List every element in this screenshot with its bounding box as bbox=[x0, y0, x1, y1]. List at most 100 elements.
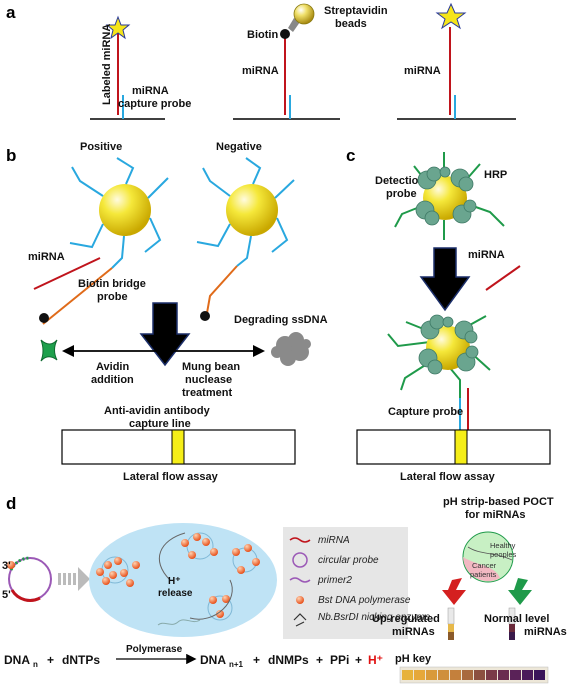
mirna-strand bbox=[33, 257, 101, 290]
mung-label-1: Mung bean bbox=[182, 361, 240, 373]
biotin-bridge-probe bbox=[206, 265, 238, 314]
legend-item-primer2: primer2 bbox=[317, 575, 352, 586]
ph-strip-up bbox=[447, 607, 455, 625]
negative-bead-complex bbox=[196, 157, 295, 321]
legend-item-polymerase: Bst DNA polymerase bbox=[318, 595, 411, 606]
cancer-label-2: patients bbox=[470, 570, 497, 579]
legend-item-mirna: miRNA bbox=[318, 535, 350, 546]
mirna-strand bbox=[485, 265, 521, 291]
eq-polymerase: Polymerase bbox=[126, 644, 183, 655]
streptavidin-label-2: beads bbox=[335, 18, 367, 30]
mirna-label: miRNA bbox=[28, 251, 65, 263]
biotin-dot bbox=[280, 29, 290, 39]
lfa-label-c: Lateral flow assay bbox=[400, 471, 496, 483]
legend-box bbox=[283, 527, 408, 639]
capture-probe-label-1: miRNA bbox=[132, 85, 169, 97]
healthy-label-2: peoples bbox=[490, 550, 517, 559]
eq-hplus: H⁺ bbox=[368, 653, 383, 667]
mung-label-3: treatment bbox=[182, 387, 232, 399]
avidin-icon bbox=[40, 339, 58, 362]
hrp-enzymes bbox=[415, 166, 477, 226]
circular-probe-icon bbox=[7, 556, 52, 602]
label-star-icon bbox=[105, 15, 131, 40]
reaction-equation: DNA n + dNTPs Polymerase DNA n+1 + dNMPs… bbox=[4, 644, 383, 669]
capture-line bbox=[454, 429, 468, 465]
ph-strip-up-pad1 bbox=[448, 624, 454, 632]
amplification-products bbox=[96, 532, 260, 626]
cancer-label-1: Cancer bbox=[472, 561, 497, 570]
capture-line bbox=[171, 429, 185, 465]
eq-plus-3: + bbox=[316, 653, 323, 667]
h-release-label-2: release bbox=[158, 588, 193, 599]
legend-item-nicking: Nb.BsrDI nicking enzyme bbox=[318, 612, 431, 623]
poct-title-2: for miRNAs bbox=[465, 509, 526, 521]
ph-strip-normal-pad1 bbox=[509, 624, 515, 632]
eq-plus-2: + bbox=[253, 653, 260, 667]
positive-bead-complex bbox=[33, 157, 169, 325]
lfa-label: Lateral flow assay bbox=[123, 471, 219, 483]
hrp-enzymes bbox=[418, 314, 479, 375]
panel-d: d 3' 5' bbox=[2, 494, 567, 684]
eq-ppi: PPi bbox=[330, 653, 349, 667]
bead-probes bbox=[196, 157, 295, 267]
biotin-bridge-label-1: Biotin bridge bbox=[78, 278, 146, 290]
primer2-legend-icon bbox=[289, 577, 311, 583]
negative-label: Negative bbox=[216, 141, 262, 153]
ph-strip-up-pad2 bbox=[448, 632, 454, 640]
eq-plus-4: + bbox=[355, 653, 362, 667]
hrp-bead-bottom bbox=[387, 314, 491, 398]
three-prime-label: 3' bbox=[2, 560, 11, 572]
panel-c-letter: c bbox=[346, 146, 355, 165]
panel-a: a Labeled miRNA miRNA capture probe Biot… bbox=[6, 2, 516, 120]
anti-avidin-label-2: capture line bbox=[129, 418, 191, 430]
detection-label-1: Detection bbox=[375, 175, 425, 187]
gold-bead bbox=[99, 184, 151, 236]
down-arrow-c bbox=[419, 247, 471, 312]
capture-probe-label-2: capture probe bbox=[118, 98, 191, 110]
mirna-legend-icon bbox=[289, 537, 311, 543]
panel-a-left: Labeled miRNA miRNA capture probe bbox=[90, 15, 191, 120]
eq-dna-n: DNA bbox=[4, 653, 30, 667]
labeled-mirna-label: Labeled miRNA bbox=[101, 24, 113, 105]
mirna-label-right: miRNA bbox=[404, 65, 441, 77]
eq-dntps: dNTPs bbox=[62, 653, 100, 667]
normal-level-label-1: Normal level bbox=[484, 613, 549, 625]
eq-dna-n1: DNA bbox=[200, 653, 226, 667]
anti-avidin-label-1: Anti-avidin antibody bbox=[104, 405, 211, 417]
up-regulated-label-1: Up-regulated bbox=[372, 613, 440, 625]
ph-key-label: pH key bbox=[395, 653, 432, 665]
eq-n-sub: n bbox=[33, 660, 38, 669]
positive-label: Positive bbox=[80, 141, 122, 153]
red-down-arrow bbox=[442, 578, 466, 605]
normal-level-label-2: miRNAs bbox=[524, 626, 567, 638]
panel-b-letter: b bbox=[6, 146, 16, 165]
down-arrow-b bbox=[139, 302, 191, 367]
panel-a-right: miRNA bbox=[397, 2, 516, 120]
legend: miRNA circular probe primer2 Bst DNA pol… bbox=[289, 535, 431, 627]
nicking-enzyme-legend-icon bbox=[293, 613, 307, 627]
biotin-dot bbox=[200, 311, 210, 321]
biotin-label: Biotin bbox=[247, 29, 278, 41]
population-circle bbox=[462, 531, 514, 583]
detection-label-2: probe bbox=[386, 188, 417, 200]
gold-bead bbox=[226, 184, 278, 236]
up-regulated-label-2: miRNAs bbox=[392, 626, 435, 638]
bead-probes bbox=[69, 157, 169, 269]
streptavidin-label-1: Streptavidin bbox=[324, 5, 388, 17]
biotin-dot bbox=[39, 313, 49, 323]
panel-d-letter: d bbox=[6, 494, 16, 513]
ph-key-chart bbox=[399, 666, 549, 684]
panel-a-letter: a bbox=[6, 3, 16, 22]
degraded-ssdna-icon bbox=[271, 332, 311, 366]
circular-probe-legend-icon bbox=[292, 552, 308, 568]
streptavidin-bead bbox=[293, 3, 315, 25]
ph-strip-normal-pad2 bbox=[509, 632, 515, 640]
degrading-label: Degrading ssDNA bbox=[234, 314, 328, 326]
biotin-bridge-probe bbox=[42, 267, 113, 325]
polymerase-legend-icon bbox=[296, 596, 304, 604]
biotin-bridge-label-2: probe bbox=[97, 291, 128, 303]
eq-plus-1: + bbox=[47, 653, 54, 667]
hrp-label: HRP bbox=[484, 169, 507, 181]
mung-label-2: nuclease bbox=[185, 374, 232, 386]
